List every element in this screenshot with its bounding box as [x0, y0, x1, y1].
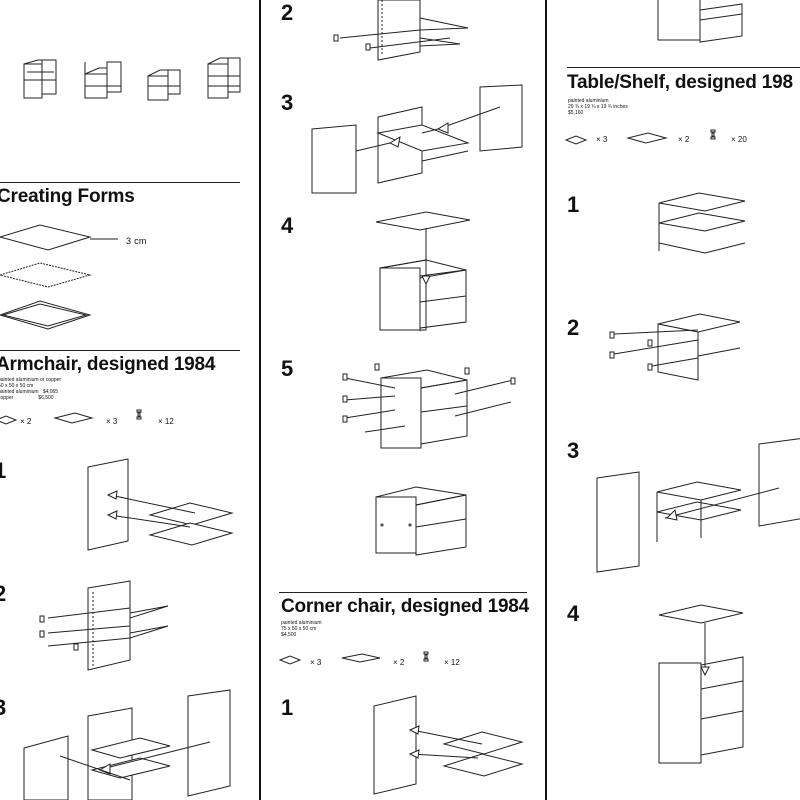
corner-chair-step-1-illustration — [370, 694, 530, 794]
middle-assembled-illustration — [370, 485, 480, 555]
table-shelf-step-3: 3 — [567, 438, 580, 463]
thickness-label: 3 cm — [126, 236, 147, 246]
middle-step-2: 2 — [281, 0, 294, 25]
table-shelf-rule — [567, 67, 800, 68]
armchair-step-3-illustration — [20, 690, 240, 800]
table-shelf-step-2-illustration — [600, 310, 750, 390]
armchair-rule — [0, 350, 240, 351]
table-shelf-step-4: 4 — [567, 601, 580, 626]
armchair-qty-small-panel: × 2 — [20, 417, 32, 426]
corner-chair-meta: painted aluminium 75 x 50 x 50 cm $4,500 — [281, 620, 322, 638]
corner-chair-qty-large-panel: × 2 — [393, 658, 405, 667]
table-shelf-step-1-illustration — [655, 185, 765, 255]
table-shelf-qty-screws: × 20 — [731, 135, 747, 144]
middle-step-4: 4 — [281, 213, 294, 238]
armchair-step-1-illustration — [80, 455, 240, 555]
panel-forms-illustration — [0, 215, 250, 335]
right-top-illustration — [650, 0, 750, 45]
corner-chair-step-1: 1 — [281, 695, 294, 720]
armchair-qty-screws: × 12 — [158, 417, 174, 426]
column-divider-right — [545, 0, 547, 800]
middle-step-3-illustration — [310, 85, 530, 195]
middle-step-5: 5 — [281, 356, 294, 381]
column-divider-left — [259, 0, 261, 800]
armchair-parts-icons — [0, 408, 200, 428]
middle-step-4-illustration — [370, 210, 480, 330]
corner-chair-title: Corner chair, designed 1984 — [281, 596, 530, 617]
middle-step-2-illustration — [330, 0, 480, 60]
table-shelf-title: Table/Shelf, designed 198 — [567, 72, 793, 93]
armchair-step-1: 1 — [0, 458, 7, 483]
table-shelf-meta: painted aluminium 29 ¾ x 19 ¾ x 19 ¾ inc… — [568, 98, 628, 116]
armchair-title: Armchair, designed 1984 — [0, 354, 216, 375]
table-shelf-step-2: 2 — [567, 315, 580, 340]
corner-chair-qty-screws: × 12 — [444, 658, 460, 667]
table-shelf-step-1: 1 — [567, 192, 580, 217]
corner-chair-qty-small-panel: × 3 — [310, 658, 322, 667]
table-shelf-parts-icons — [566, 128, 766, 148]
armchair-step-3: 3 — [0, 695, 7, 720]
armchair-step-2-illustration — [38, 578, 218, 678]
armchair-step-2: 2 — [0, 581, 7, 606]
table-shelf-step-4-illustration — [655, 603, 750, 763]
table-shelf-qty-small-panel: × 3 — [596, 135, 608, 144]
creating-forms-title: Creating Forms — [0, 186, 135, 207]
table-shelf-step-3-illustration — [595, 438, 800, 578]
corner-chair-parts-icons — [280, 650, 480, 670]
creating-forms-rule — [0, 182, 240, 183]
corner-chair-rule — [279, 592, 527, 593]
middle-step-3: 3 — [281, 90, 294, 115]
middle-step-5-illustration — [335, 360, 525, 460]
form-variants-illustration — [0, 55, 250, 105]
table-shelf-qty-large-panel: × 2 — [678, 135, 690, 144]
armchair-meta: painted aluminium or copper 50 x 50 x 50… — [0, 377, 62, 401]
armchair-qty-large-panel: × 3 — [106, 417, 118, 426]
